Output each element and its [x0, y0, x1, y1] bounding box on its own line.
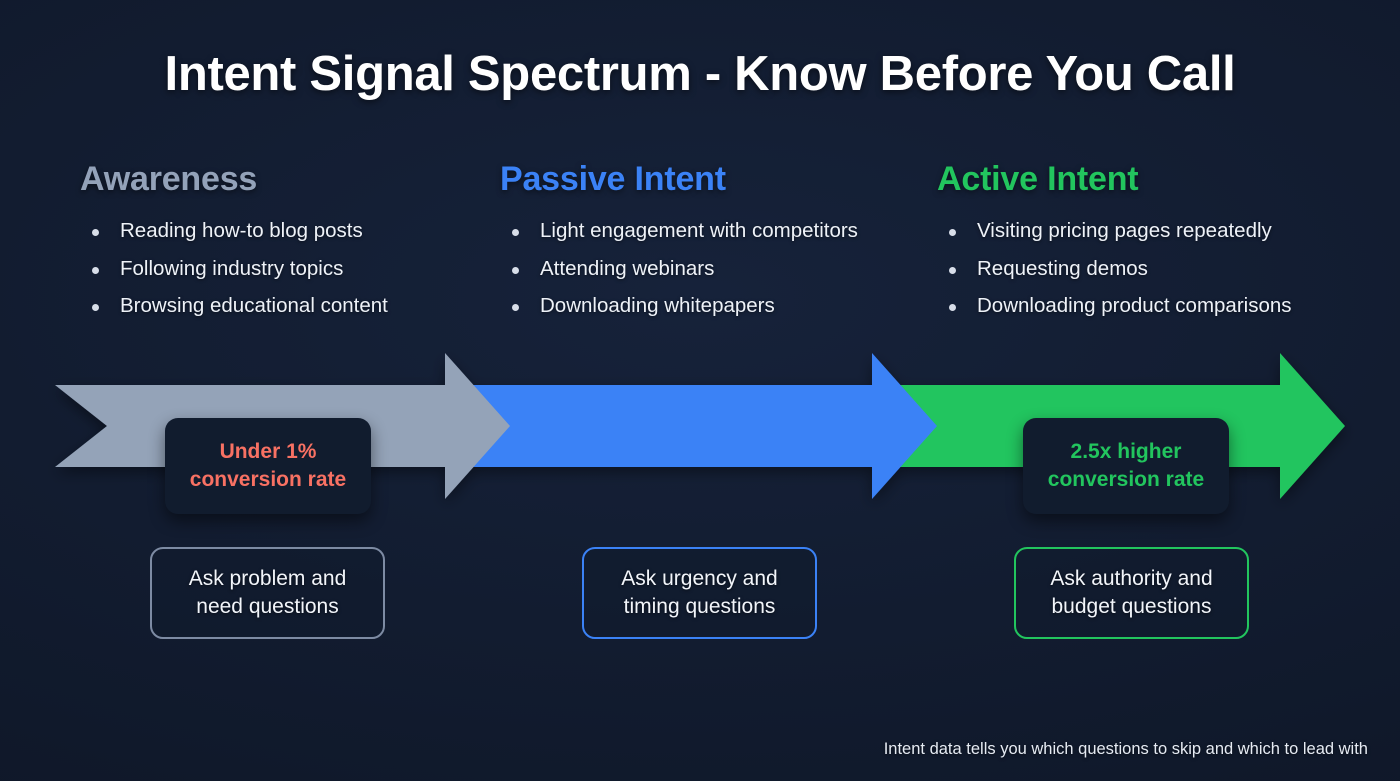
stage-heading-passive-intent: Passive Intent — [500, 160, 726, 198]
bullet-text: Following industry topics — [120, 256, 344, 280]
list-item: Visiting pricing pages repeatedly — [937, 219, 1367, 242]
list-item: Downloading whitepapers — [500, 294, 930, 317]
stage-bullets-awareness: Reading how-to blog posts Following indu… — [80, 219, 500, 317]
list-item: Requesting demos — [937, 256, 1367, 280]
bullet-text: Light engagement with competitors — [540, 219, 858, 242]
stat-badge-active-intent-conversion: 2.5x higher conversion rate — [1023, 418, 1229, 514]
question-box-line-1: Ask authority and — [1050, 567, 1213, 591]
question-box-line-2: timing questions — [623, 595, 776, 618]
stat-line-2: conversion rate — [1047, 468, 1205, 491]
list-item: Light engagement with competitors — [500, 219, 930, 242]
stat-badge-awareness-conversion: Under 1% conversion rate — [165, 418, 371, 514]
bullet-dot-icon — [512, 266, 519, 274]
stage-heading-awareness: Awareness — [80, 160, 258, 198]
bullet-dot-icon — [92, 229, 99, 236]
bullet-dot-icon — [92, 266, 99, 274]
bullet-dot-icon — [949, 229, 956, 236]
question-box-line-1: Ask urgency and — [621, 567, 778, 591]
stat-line-2: conversion rate — [189, 468, 347, 491]
list-item: Downloading product comparisons — [937, 294, 1367, 317]
bullet-dot-icon — [512, 304, 519, 311]
bullet-text: Attending webinars — [540, 256, 715, 280]
list-item: Reading how-to blog posts — [80, 219, 500, 242]
question-box-passive-intent: Ask urgency and timing questions — [582, 547, 817, 639]
question-box-line-1: Ask problem and — [188, 567, 347, 591]
bullet-text: Downloading whitepapers — [540, 294, 775, 317]
stage-heading-active-intent: Active Intent — [937, 160, 1139, 198]
list-item: Browsing educational content — [80, 294, 500, 317]
bullet-dot-icon — [92, 304, 99, 311]
bullet-text: Downloading product comparisons — [977, 294, 1292, 317]
bullet-dot-icon — [949, 304, 956, 311]
arrow-segment-passive-intent — [448, 353, 937, 499]
stat-line-1: Under 1% — [219, 440, 317, 464]
bullet-text: Reading how-to blog posts — [120, 219, 363, 242]
question-box-line-2: need questions — [196, 595, 339, 618]
question-box-awareness: Ask problem and need questions — [150, 547, 385, 639]
list-item: Following industry topics — [80, 256, 500, 280]
footer-note: Intent data tells you which questions to… — [883, 740, 1368, 758]
stage-columns: Awareness Reading how-to blog posts Foll… — [0, 160, 1400, 350]
page-title: Intent Signal Spectrum - Know Before You… — [164, 47, 1236, 101]
bullet-text: Browsing educational content — [120, 294, 388, 317]
question-box-line-2: budget questions — [1051, 595, 1212, 618]
stage-column-awareness: Awareness Reading how-to blog posts Foll… — [80, 160, 500, 334]
question-box-active-intent: Ask authority and budget questions — [1014, 547, 1249, 639]
bullet-text: Visiting pricing pages repeatedly — [977, 219, 1272, 242]
stage-bullets-active-intent: Visiting pricing pages repeatedly Reques… — [937, 219, 1367, 317]
stat-line-1: 2.5x higher — [1070, 440, 1182, 464]
bullet-dot-icon — [949, 266, 956, 274]
bullet-dot-icon — [512, 229, 519, 236]
stage-column-active-intent: Active Intent Visiting pricing pages rep… — [937, 160, 1367, 334]
stage-bullets-passive-intent: Light engagement with competitors Attend… — [500, 219, 930, 317]
bullet-text: Requesting demos — [977, 256, 1148, 280]
stage-column-passive-intent: Passive Intent Light engagement with com… — [500, 160, 930, 334]
list-item: Attending webinars — [500, 256, 930, 280]
